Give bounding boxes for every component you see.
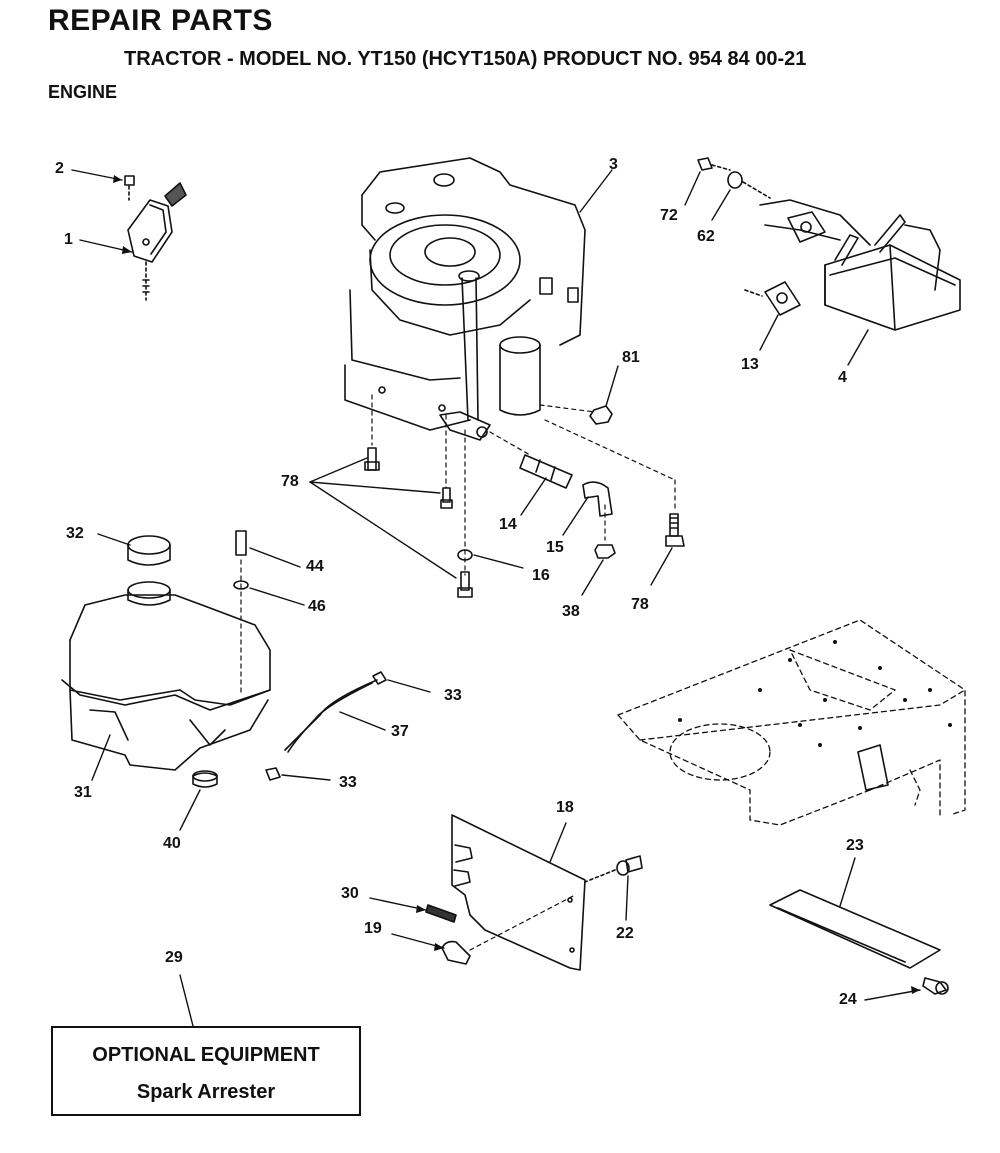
callout-37: 37 <box>391 723 409 740</box>
shield-plate <box>425 814 643 971</box>
callout-33-a: 33 <box>444 687 462 704</box>
callout-30: 30 <box>341 885 359 902</box>
callout-22: 22 <box>616 925 634 942</box>
page-title: REPAIR PARTS <box>48 4 273 37</box>
callout-78-a: 78 <box>281 473 299 490</box>
throttle-bracket <box>124 175 187 301</box>
callout-33-b: 33 <box>339 774 357 791</box>
callout-1: 1 <box>64 231 73 248</box>
callout-32: 32 <box>66 525 84 542</box>
callout-13: 13 <box>741 356 759 373</box>
callout-23: 23 <box>846 837 864 854</box>
callout-72: 72 <box>660 207 678 224</box>
callout-24: 24 <box>839 991 857 1008</box>
frame-outline <box>617 619 966 826</box>
callout-15: 15 <box>546 539 564 556</box>
callout-62: 62 <box>697 228 715 245</box>
model-subtitle: TRACTOR - MODEL NO. YT150 (HCYT150A) PRO… <box>124 48 807 70</box>
callout-19: 19 <box>364 920 382 937</box>
callout-18: 18 <box>556 799 574 816</box>
callout-29: 29 <box>165 949 183 966</box>
nut-81 <box>589 405 613 425</box>
callout-16: 16 <box>532 567 550 584</box>
muffler <box>697 157 961 331</box>
optional-equipment-box: OPTIONAL EQUIPMENT Spark Arrester <box>51 1026 361 1116</box>
callout-40: 40 <box>163 835 181 852</box>
spark-arrester-label: Spark Arrester <box>136 1081 276 1103</box>
bolts-78 <box>364 447 473 598</box>
callout-44: 44 <box>306 558 324 575</box>
engine <box>344 157 586 441</box>
fuel-tank <box>61 535 271 771</box>
optional-equipment-title: OPTIONAL EQUIPMENT <box>92 1044 320 1066</box>
callout-14: 14 <box>499 516 517 533</box>
section-label: ENGINE <box>48 82 118 102</box>
callout-2: 2 <box>55 160 64 177</box>
callout-38: 38 <box>562 603 580 620</box>
callout-31: 31 <box>74 784 92 801</box>
oil-fittings <box>519 454 685 559</box>
callout-4: 4 <box>838 369 847 386</box>
bracket-23 <box>769 889 949 995</box>
callout-81: 81 <box>622 349 640 366</box>
leader-lines <box>71 169 921 1027</box>
callout-3: 3 <box>609 156 618 173</box>
callout-78-b: 78 <box>631 596 649 613</box>
fuel-line <box>192 671 387 788</box>
callout-46: 46 <box>308 598 326 615</box>
